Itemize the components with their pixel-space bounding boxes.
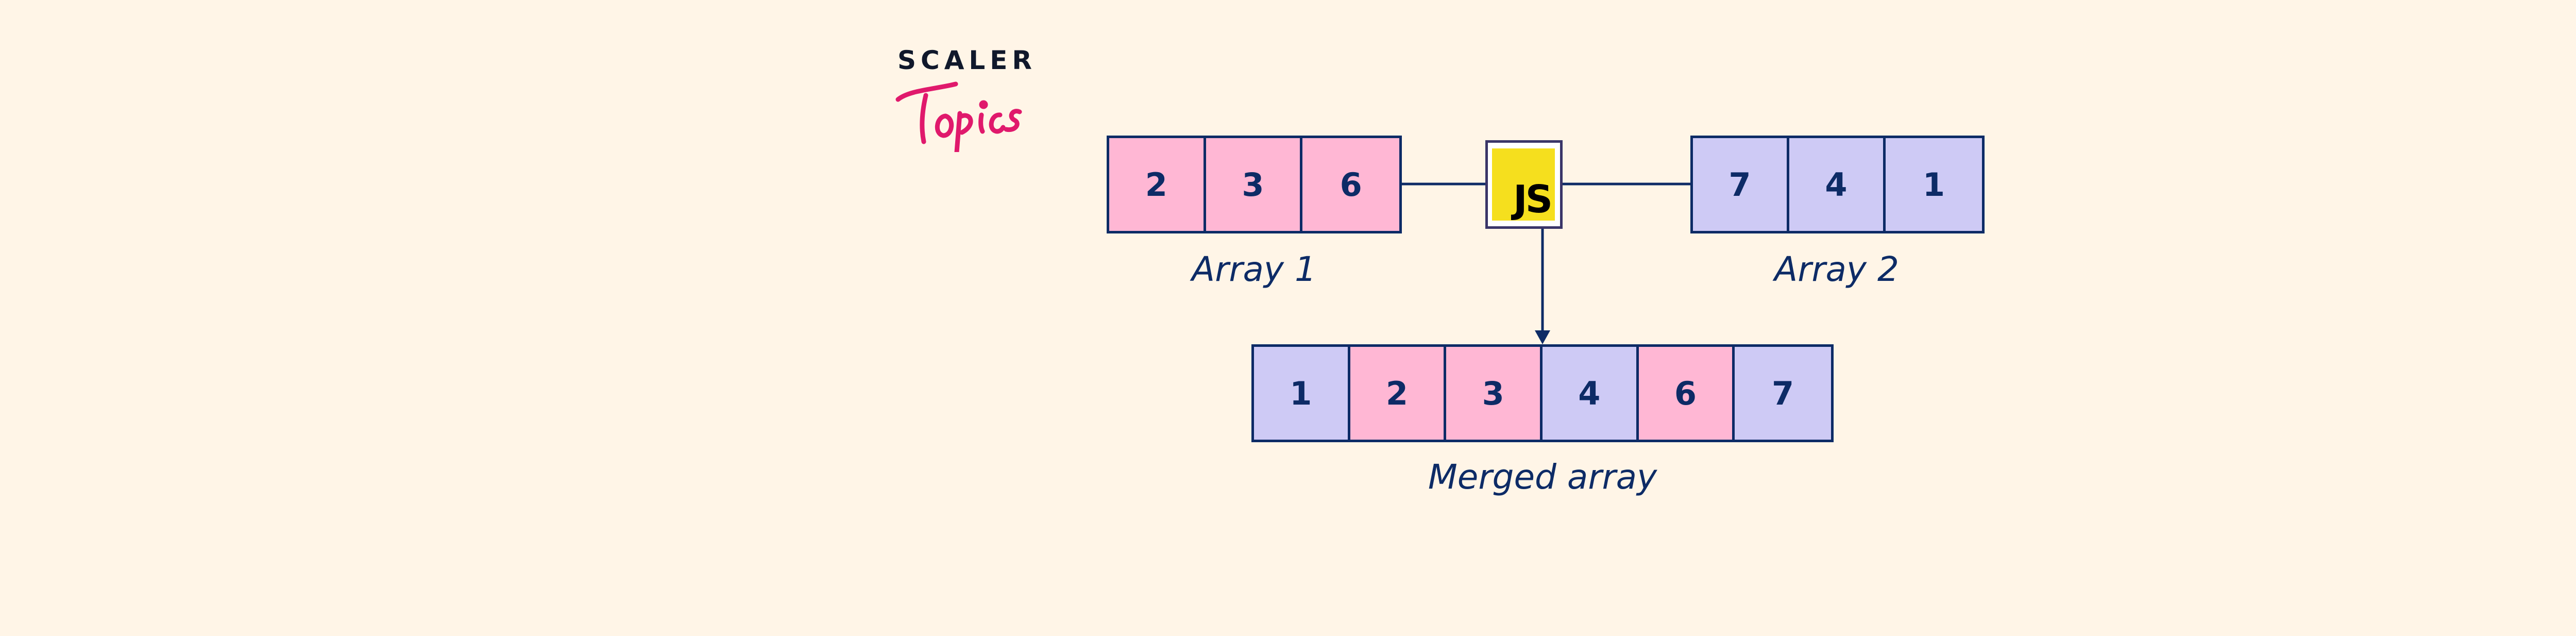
array1-cell: 6 bbox=[1302, 138, 1399, 231]
merged-cell: 7 bbox=[1735, 347, 1831, 440]
array2-label: Array 2 bbox=[1774, 249, 1899, 289]
merged-array-box: 1 2 3 4 6 7 bbox=[1251, 344, 1834, 442]
array1-box: 2 3 6 bbox=[1107, 136, 1402, 233]
javascript-icon: JS bbox=[1485, 140, 1563, 229]
merged-cell: 6 bbox=[1638, 347, 1735, 440]
merged-cell: 3 bbox=[1446, 347, 1543, 440]
logo-topics-script bbox=[895, 81, 1022, 152]
arrowhead-icon bbox=[1535, 330, 1550, 344]
merged-cell: 1 bbox=[1254, 347, 1350, 440]
js-yellow-square: JS bbox=[1492, 148, 1555, 221]
array1-cell: 2 bbox=[1109, 138, 1206, 231]
array2-cell: 4 bbox=[1789, 138, 1886, 231]
logo-scaler-text: SCALER bbox=[897, 45, 1037, 75]
array2-box: 7 4 1 bbox=[1690, 136, 1985, 233]
merged-cell: 2 bbox=[1350, 347, 1447, 440]
array1-cell: 3 bbox=[1206, 138, 1303, 231]
merged-cell: 4 bbox=[1542, 347, 1639, 440]
merged-array-label: Merged array bbox=[1428, 457, 1657, 497]
array2-cell: 1 bbox=[1885, 138, 1982, 231]
js-text: JS bbox=[1513, 177, 1553, 222]
array1-label: Array 1 bbox=[1192, 249, 1316, 289]
array2-cell: 7 bbox=[1693, 138, 1789, 231]
